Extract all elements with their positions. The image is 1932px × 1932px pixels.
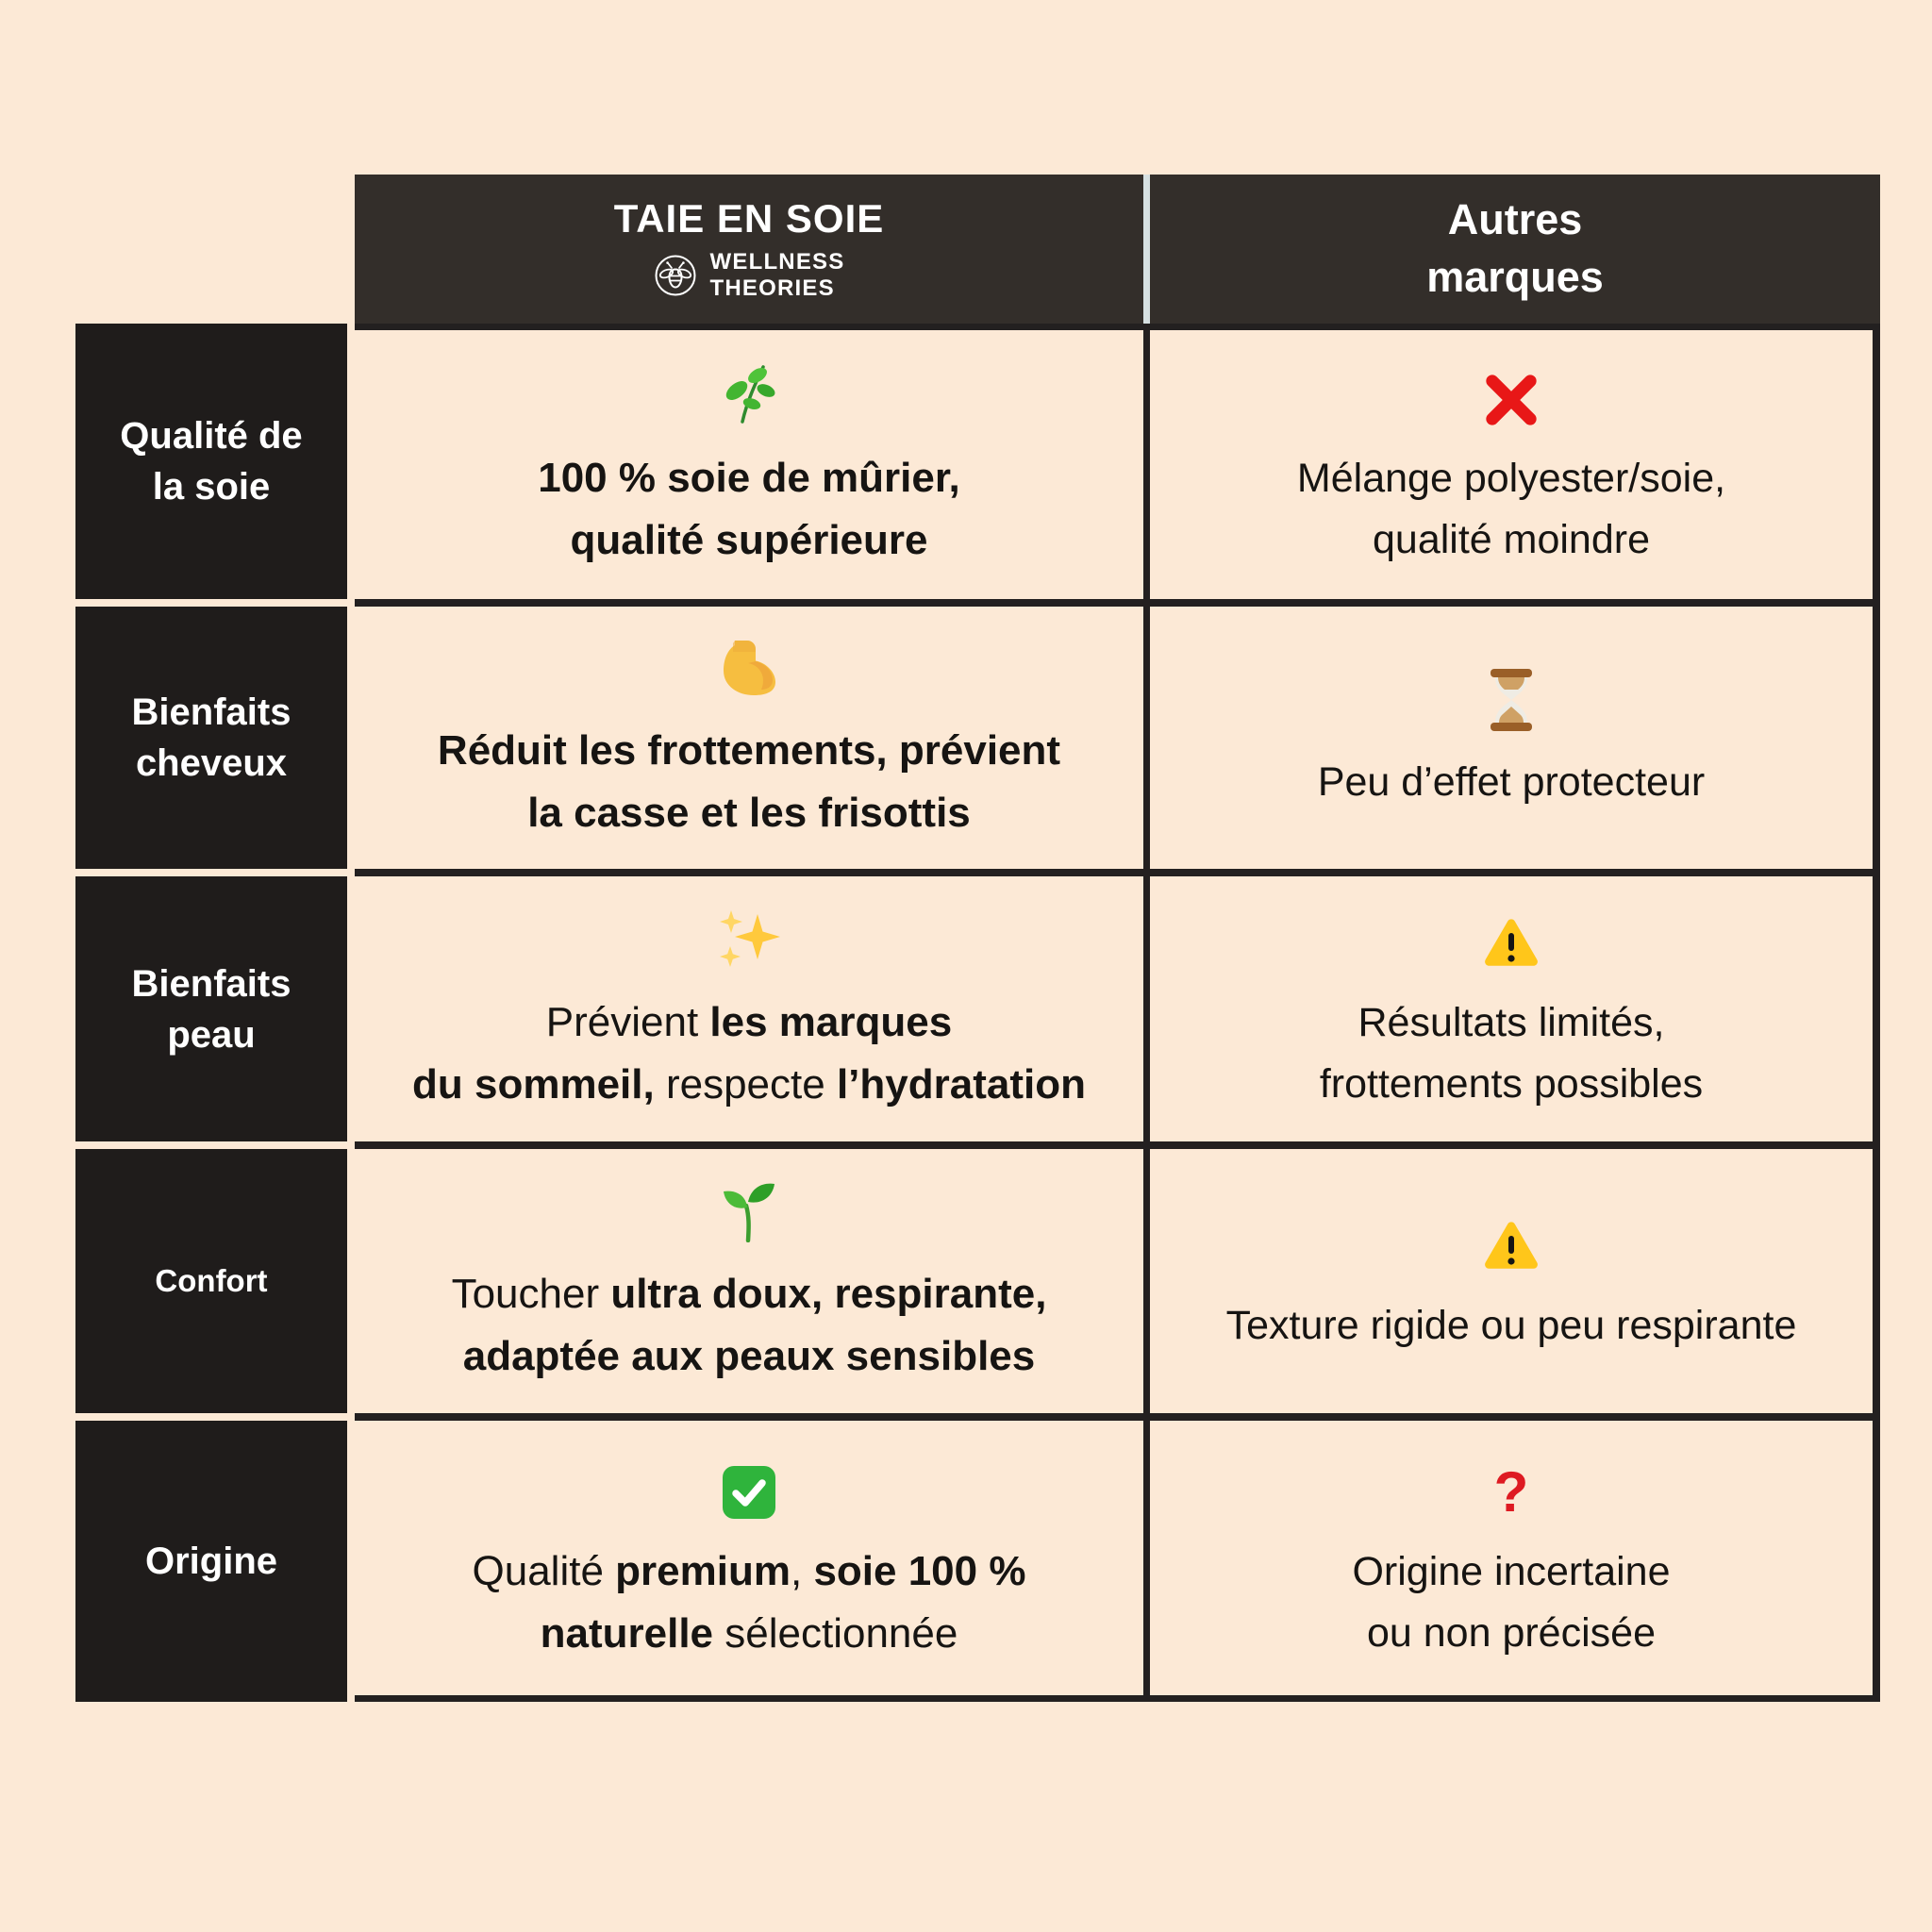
cell-brand-qualite-soie: 100 % soie de mûrier, qualité supérieure — [355, 330, 1143, 599]
cell-text: Peu d’effet protecteur — [1317, 758, 1706, 805]
row-label-bienfaits-peau: Bienfaits peau — [75, 876, 347, 1141]
brand-logo-line1: WELLNESS — [709, 248, 845, 275]
cell-text: Texture rigide ou peu respirante — [1225, 1302, 1797, 1348]
brand-logo-text: WELLNESS THEORIES — [710, 249, 845, 303]
cell-others-confort: Texture rigide ou peu respirante — [1150, 1149, 1873, 1413]
cell-brand-bienfaits-cheveux: Réduit les frottements, prévient la cass… — [355, 607, 1143, 869]
bee-in-circle-icon — [655, 255, 696, 296]
cell-brand-bienfaits-peau: Prévient les marques du sommeil, respect… — [355, 876, 1143, 1141]
warning-icon — [1481, 1207, 1541, 1274]
header-divider — [1143, 175, 1150, 324]
cell-text: Prévient les marques du sommeil, respect… — [412, 998, 1086, 1108]
others-column-title: Autres marques — [1426, 195, 1604, 301]
row-label-confort: Confort — [75, 1149, 347, 1413]
cell-brand-origine: Qualité premium, soie 100 % naturelle sé… — [355, 1421, 1143, 1695]
cell-text: Mélange polyester/soie, qualité moindre — [1296, 456, 1726, 562]
cell-text: Qualité premium, soie 100 % naturelle sé… — [472, 1547, 1026, 1657]
cell-text: Réduit les frottements, prévient la cass… — [437, 727, 1061, 836]
row-label-origine: Origine — [75, 1421, 347, 1702]
cell-others-bienfaits-peau: Résultats limités, frottements possibles — [1150, 876, 1873, 1141]
row-label-bienfaits-cheveux: Bienfaits cheveux — [75, 607, 347, 869]
red-question-mark-icon: ? — [1493, 1460, 1529, 1524]
brand-logo-line2: THEORIES — [709, 275, 835, 301]
check-mark-button-icon — [722, 1452, 776, 1520]
cell-others-bienfaits-cheveux: Peu d’effet protecteur — [1150, 607, 1873, 869]
cell-brand-confort: Toucher ultra doux, respirante, adaptée … — [355, 1149, 1143, 1413]
cell-text: Résultats limités, frottements possibles — [1319, 1000, 1704, 1107]
sparkles-icon — [718, 903, 780, 971]
row-label-qualite-de-la-soie: Qualité de la soie — [75, 324, 347, 599]
hourglass-icon — [1485, 663, 1538, 731]
cell-others-origine: ? Origine incertaine ou non précisée — [1150, 1421, 1873, 1695]
warning-icon — [1481, 904, 1541, 972]
brand-logo: WELLNESS THEORIES — [654, 249, 845, 303]
flexed-biceps-icon — [718, 631, 780, 699]
header-others-column: Autres marques — [1150, 175, 1880, 324]
cross-mark-icon — [1484, 359, 1539, 427]
cell-text: 100 % soie de mûrier, qualité supérieure — [538, 454, 960, 563]
cell-others-qualite-soie: Mélange polyester/soie, qualité moindre — [1150, 330, 1873, 599]
herb-icon — [719, 358, 779, 426]
brand-column-title: TAIE EN SOIE — [613, 195, 885, 241]
seedling-icon — [720, 1174, 778, 1242]
header-brand-column: TAIE EN SOIE WELLNESS THEORIES — [355, 175, 1143, 324]
cell-text: Origine incertaine ou non précisée — [1352, 1549, 1671, 1656]
comparison-table: TAIE EN SOIE WELLNESS THEORIES — [75, 175, 1880, 1702]
cell-text: Toucher ultra doux, respirante, adaptée … — [451, 1271, 1047, 1379]
